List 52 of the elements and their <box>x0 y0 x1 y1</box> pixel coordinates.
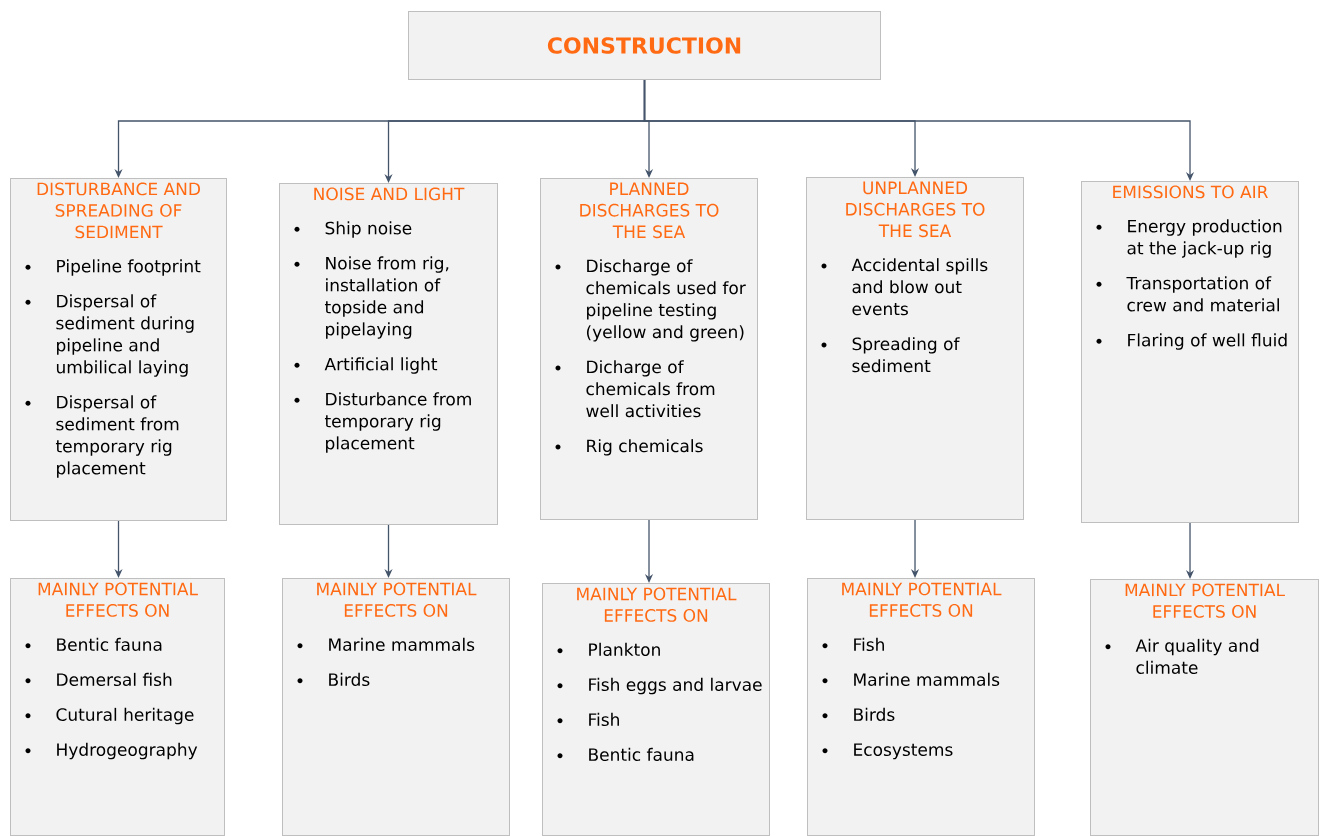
bullet-item: Ship noise <box>325 221 412 238</box>
category-box <box>282 578 510 836</box>
bullet-item: Bentic fauna <box>57 637 162 651</box>
bullet-item: Artificial light <box>324 357 438 374</box>
bullet-item: Transportation of crew and material <box>1126 276 1279 312</box>
category-box <box>807 578 1035 836</box>
arrow <box>643 79 1195 181</box>
box-heading: MAINLY POTENTIAL EFFECTS ON <box>38 582 198 617</box>
bullet-item: Noise from rig, installation of topside and pipelaying <box>324 256 449 339</box>
category-box <box>1081 181 1299 523</box>
bullet-item: Flaring of well fluid <box>1128 333 1287 350</box>
bullet-item: Bentic fauna <box>589 747 694 761</box>
box-heading: MAINLY POTENTIAL EFFECTS ON <box>317 582 477 617</box>
bullet-item: Cutural heritage <box>56 707 194 725</box>
category-box <box>1090 579 1319 836</box>
bullet-item: Spreading of sediment <box>852 337 960 373</box>
title-box: CONSTRUCTION <box>408 11 881 80</box>
bullet-item: Marine mammals <box>854 672 1000 686</box>
bullet-item: Accidental spills and blow out events <box>851 258 988 316</box>
category-box <box>806 177 1024 520</box>
box-heading: MAINLY POTENTIAL EFFECTS ON <box>577 587 737 622</box>
bullet-item: Air quality and climate <box>1135 638 1259 674</box>
bullet-item: Disturbance from temporary rig placement <box>324 392 471 453</box>
box-heading: EMISSIONS TO AIR <box>1113 185 1268 199</box>
box-heading: UNPLANNED DISCHARGES TO THE SEA <box>846 181 985 238</box>
bullet-item: Dispersal of sediment from temporary rig placement <box>55 395 179 478</box>
bullet-item: Fish eggs and larvae <box>589 677 762 695</box>
bullet-item: Dispersal of sediment during pipeline and umbilical laying <box>56 294 194 377</box>
category-box <box>279 183 498 525</box>
bullet-item: Rig chemicals <box>587 439 703 456</box>
bullet-item: Birds <box>854 707 895 721</box>
category-box <box>540 178 758 520</box>
category-box <box>542 583 770 836</box>
box-heading: MAINLY POTENTIAL EFFECTS ON <box>842 582 1002 617</box>
category-box <box>10 178 227 521</box>
box-heading: PLANNED DISCHARGES TO THE SEA <box>580 182 719 239</box>
bullet-item: Discharge of chemicals used for pipeline testing (yellow and green) <box>586 259 746 342</box>
box-heading: DISTURBANCE AND SPREADING OF SEDIMENT <box>37 182 200 239</box>
bullet-item: Birds <box>329 672 370 686</box>
category-box <box>10 578 225 836</box>
bullet-item: Plankton <box>589 642 660 656</box>
bullet-item: Energy production at the jack-up rig <box>1127 219 1282 258</box>
bullet-item: Fish <box>589 712 619 726</box>
box-heading: NOISE AND LIGHT <box>314 187 465 201</box>
bullet-item: Dicharge of chemicals from well activities <box>586 360 715 418</box>
bullet-item: Pipeline footprint <box>57 259 201 276</box>
bullet-item: Ecosystems <box>854 743 953 760</box>
box-heading: MAINLY POTENTIAL EFFECTS ON <box>1125 583 1285 618</box>
bullet-item: Hydrogeography <box>57 742 198 760</box>
bullet-item: Fish <box>854 637 884 651</box>
bullet-item: Marine mammals <box>329 637 475 651</box>
bullet-item: Demersal fish <box>57 672 172 686</box>
